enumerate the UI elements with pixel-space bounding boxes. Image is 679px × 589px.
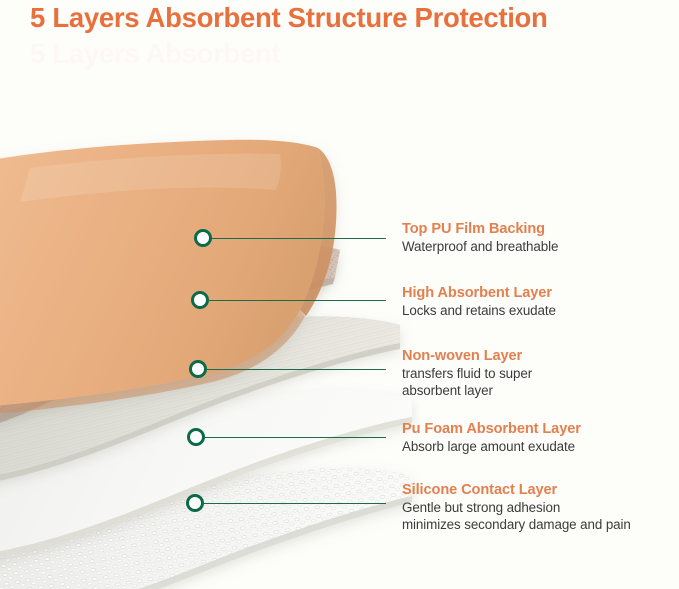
callout-marker-4[interactable] (187, 428, 205, 446)
callout-marker-1[interactable] (194, 229, 212, 247)
callout-heading-4: Pu Foam Absorbent Layer (402, 421, 581, 437)
leader-line-4 (205, 437, 386, 438)
leader-line-3 (207, 369, 386, 370)
callout-heading-3: Non-woven Layer (402, 348, 523, 364)
callout-heading-2: High Absorbent Layer (402, 285, 552, 301)
callout-description-3: transfers fluid to super absorbent layer (402, 366, 533, 398)
product-illustration (0, 72, 420, 589)
callout-label-3: Non-woven Layer transfers fluid to super… (402, 348, 532, 399)
callout-description-1: Waterproof and breathable (402, 239, 559, 254)
leader-line-1 (212, 238, 386, 239)
title-block: 5 Layers Absorbent 5 Layers Absorbent St… (0, 0, 679, 75)
callout-heading-1: Top PU Film Backing (402, 221, 545, 237)
callout-marker-5[interactable] (186, 494, 204, 512)
callout-marker-2[interactable] (191, 291, 209, 309)
callout-description-2: Locks and retains exudate (402, 303, 556, 318)
leader-line-5 (204, 503, 386, 504)
callout-heading-5: Silicone Contact Layer (402, 482, 558, 498)
page-title-ghost: 5 Layers Absorbent (30, 38, 281, 69)
callout-label-2: High Absorbent Layer Locks and retains e… (402, 285, 556, 320)
layer-silicone-contact (0, 468, 412, 589)
callout-marker-3[interactable] (189, 360, 207, 378)
callout-label-1: Top PU Film Backing Waterproof and breat… (402, 221, 558, 256)
callout-label-4: Pu Foam Absorbent Layer Absorb large amo… (402, 421, 581, 456)
leader-line-2 (209, 300, 386, 301)
layer-top-pu-film (0, 139, 337, 414)
page-title: 5 Layers Absorbent Structure Protection (30, 2, 548, 33)
callout-description-4: Absorb large amount exudate (402, 439, 575, 454)
callout-label-5: Silicone Contact Layer Gentle but strong… (402, 482, 631, 533)
callout-description-5: Gentle but strong adhesion minimizes sec… (402, 500, 631, 532)
